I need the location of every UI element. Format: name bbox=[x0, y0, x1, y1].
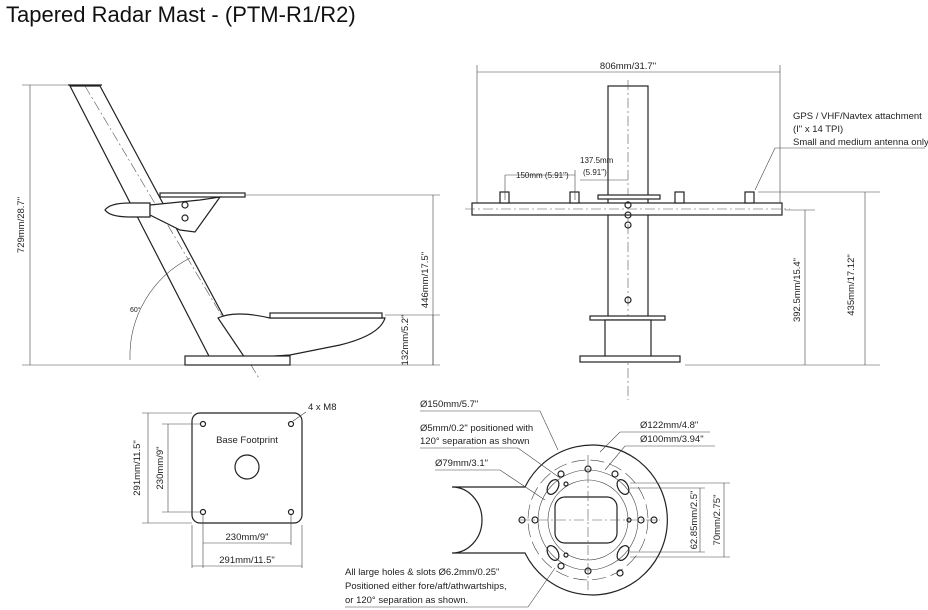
antenna-mount bbox=[674, 191, 685, 204]
antenna-mount bbox=[569, 191, 580, 204]
holes-note-line-1: All large holes & slots Ø6.2mm/0.25" bbox=[345, 567, 499, 578]
d100-label: Ø100mm/3.94" bbox=[640, 434, 704, 445]
antenna-mount bbox=[744, 191, 755, 204]
holes-note-line-2: Positioned either fore/aft/athwartships, bbox=[345, 581, 507, 592]
spacing-2-in-label: (5.91") bbox=[583, 168, 607, 177]
outer-height-label: 291mm/11.5" bbox=[132, 440, 143, 495]
radar-platform bbox=[159, 192, 246, 198]
width-label: 806mm/31.7" bbox=[600, 61, 656, 72]
d5-label-line-1: Ø5mm/0.2" positioned with bbox=[420, 423, 533, 434]
spacing-2-mm-label: 137.5mm bbox=[580, 156, 614, 165]
d79-label: Ø79mm/3.1" bbox=[435, 458, 488, 469]
antenna-note-line-3: Small and medium antenna only. bbox=[793, 137, 928, 148]
outer-width-label: 291mm/11.5" bbox=[219, 555, 274, 566]
h62-label: 62.85mm/2.5" bbox=[689, 491, 700, 550]
d5-label-line-2: 120° separation as shown bbox=[420, 436, 529, 447]
footprint-plate bbox=[191, 412, 303, 524]
antenna-note-line-2: (I" x 14 TPI) bbox=[793, 124, 843, 135]
height-bar-label: 392.5mm/15.4" bbox=[792, 258, 803, 322]
flange-detail: Ø150mm/5.7" Ø5mm/0.2" positioned with 12… bbox=[345, 399, 730, 608]
mast-base bbox=[579, 355, 681, 363]
angle-arc bbox=[129, 257, 191, 361]
drawing-title: Tapered Radar Mast - (PTM-R1/R2) bbox=[6, 2, 356, 27]
d150-label: Ø150mm/5.7" bbox=[420, 399, 478, 410]
mast-base bbox=[184, 355, 291, 366]
side-view: 729mm/28.7" 446mm/17.5" 132mm/5.2" 60° bbox=[16, 84, 440, 381]
height-mount-label: 435mm/17.12" bbox=[846, 254, 857, 315]
radome-mount bbox=[104, 202, 151, 218]
angle-label: 60° bbox=[130, 306, 141, 314]
holes-note-line-3: or 120° separation as shown. bbox=[345, 595, 468, 606]
inner-width-label: 230mm/9" bbox=[226, 532, 269, 543]
antenna-mount bbox=[499, 191, 510, 204]
height-base-label: 132mm/5.2" bbox=[400, 315, 411, 366]
height-total-label: 729mm/28.7" bbox=[16, 197, 27, 253]
height-platform-label: 446mm/17.5" bbox=[420, 252, 431, 308]
antenna-note-line-1: GPS / VHF/Navtex attachment bbox=[793, 111, 922, 122]
front-view: 806mm/31.7" 150mm (5.91") 137.5mm (5.91"… bbox=[465, 61, 928, 400]
inner-height-label: 230mm/9" bbox=[155, 447, 166, 490]
lower-bracket bbox=[217, 313, 386, 359]
base-footprint: Base Footprint 4 x M8 291mm/11.5" 230mm/… bbox=[132, 402, 337, 568]
d122-label: Ø122mm/4.8" bbox=[640, 420, 698, 431]
h70-label: 70mm/2.75" bbox=[712, 495, 723, 546]
spacing-1-label: 150mm (5.91") bbox=[516, 171, 569, 180]
bolts-label: 4 x M8 bbox=[308, 402, 337, 413]
footprint-label: Base Footprint bbox=[216, 435, 278, 446]
